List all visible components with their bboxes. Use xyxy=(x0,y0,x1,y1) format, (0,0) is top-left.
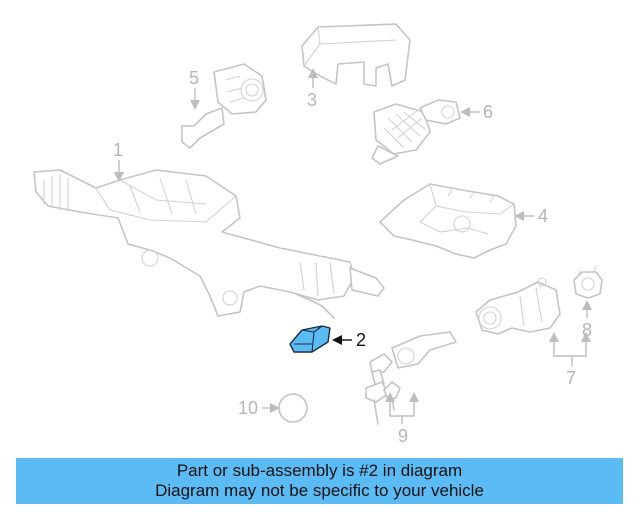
callout-10: 10 xyxy=(238,398,280,418)
callout-2: 2 xyxy=(332,330,366,350)
info-banner: Part or sub-assembly is #2 in diagram Di… xyxy=(16,458,623,504)
callout-4: 4 xyxy=(514,206,548,226)
part-6-turn-signal-switch[interactable] xyxy=(371,99,461,165)
part-7-lock-housing[interactable] xyxy=(475,277,561,335)
callout-8-label: 8 xyxy=(582,320,592,340)
callout-10-label: 10 xyxy=(238,398,258,418)
callout-5: 5 xyxy=(189,68,200,110)
callout-4-label: 4 xyxy=(538,206,548,226)
callout-9-label: 9 xyxy=(398,426,408,446)
callout-5-label: 5 xyxy=(189,68,199,88)
callout-6: 6 xyxy=(460,102,493,122)
part-3-column-cover[interactable] xyxy=(301,23,411,87)
callout-6-label: 6 xyxy=(483,102,493,122)
callout-8: 8 xyxy=(582,300,592,340)
callout-7-label: 7 xyxy=(566,368,576,388)
part-8-ignition-switch[interactable] xyxy=(573,265,603,299)
callout-7: 7 xyxy=(549,332,591,388)
part-2-bracket-highlighted[interactable] xyxy=(289,325,331,353)
part-10-o-ring[interactable] xyxy=(278,393,308,423)
callout-2-label: 2 xyxy=(356,330,366,350)
callout-3-label: 3 xyxy=(307,90,317,110)
part-9-lock-cylinder-keys[interactable] xyxy=(365,331,457,425)
callout-3: 3 xyxy=(307,68,318,110)
callout-1-label: 1 xyxy=(113,140,123,160)
part-5-wiper-switch[interactable] xyxy=(181,63,267,149)
banner-line-1: Part or sub-assembly is #2 in diagram xyxy=(176,461,463,480)
callout-9: 9 xyxy=(385,392,419,446)
part-4-lower-cover[interactable] xyxy=(379,183,517,259)
callout-1: 1 xyxy=(113,140,124,182)
banner-line-2: Diagram may not be specific to your vehi… xyxy=(155,481,484,500)
part-1-steering-column[interactable] xyxy=(33,169,385,319)
